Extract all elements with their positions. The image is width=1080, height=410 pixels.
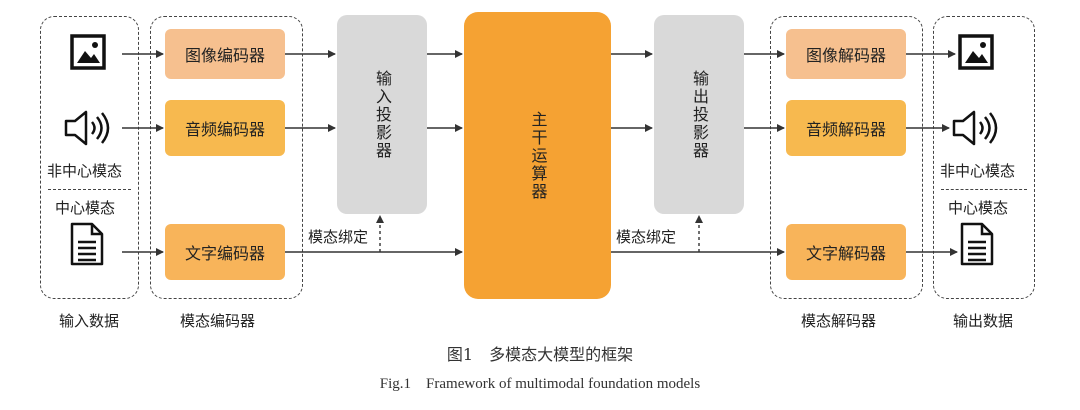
image-encoder: 图像编码器 bbox=[165, 29, 285, 79]
output-speaker-icon bbox=[952, 110, 998, 146]
input-document-icon bbox=[70, 222, 104, 266]
output-noncentral-divider bbox=[941, 189, 1027, 190]
output-document-icon bbox=[960, 222, 994, 266]
decoder-group-label: 模态解码器 bbox=[801, 312, 877, 330]
output-noncentral-label: 非中心模态 bbox=[940, 162, 1016, 180]
caption-zh: 图1 多模态大模型的框架 bbox=[446, 345, 634, 364]
input-noncentral-label: 非中心模态 bbox=[47, 162, 123, 180]
backbone-label: 主干运算器 bbox=[528, 110, 548, 201]
audio-decoder: 音频解码器 bbox=[786, 100, 906, 156]
input-group-label: 输入数据 bbox=[59, 312, 120, 330]
output-projector: 输出投影器 bbox=[654, 15, 744, 214]
output-binding-label: 模态绑定 bbox=[616, 228, 677, 246]
input-speaker-icon bbox=[64, 110, 110, 146]
decoder-group bbox=[770, 16, 923, 299]
output-projector-label: 输出投影器 bbox=[690, 69, 709, 160]
image-decoder: 图像解码器 bbox=[786, 29, 906, 79]
output-group-label: 输出数据 bbox=[953, 312, 1014, 330]
encoder-group-label: 模态编码器 bbox=[180, 312, 256, 330]
caption-en: Fig.1 Framework of multimodal foundation… bbox=[379, 376, 701, 392]
audio-encoder: 音频编码器 bbox=[165, 100, 285, 156]
output-central-label: 中心模态 bbox=[948, 199, 1009, 217]
encoder-group bbox=[150, 16, 303, 299]
input-binding-label: 模态绑定 bbox=[308, 228, 369, 246]
text-decoder: 文字解码器 bbox=[786, 224, 906, 280]
input-data-group bbox=[40, 16, 139, 299]
input-projector: 输入投影器 bbox=[337, 15, 427, 214]
input-projector-label: 输入投影器 bbox=[373, 69, 392, 160]
output-data-group bbox=[933, 16, 1035, 299]
input-noncentral-divider bbox=[48, 189, 131, 190]
input-central-label: 中心模态 bbox=[55, 199, 116, 217]
output-image-icon bbox=[958, 34, 994, 70]
input-image-icon bbox=[70, 34, 106, 70]
text-encoder: 文字编码器 bbox=[165, 224, 285, 280]
backbone-processor: 主干运算器 bbox=[464, 12, 611, 299]
